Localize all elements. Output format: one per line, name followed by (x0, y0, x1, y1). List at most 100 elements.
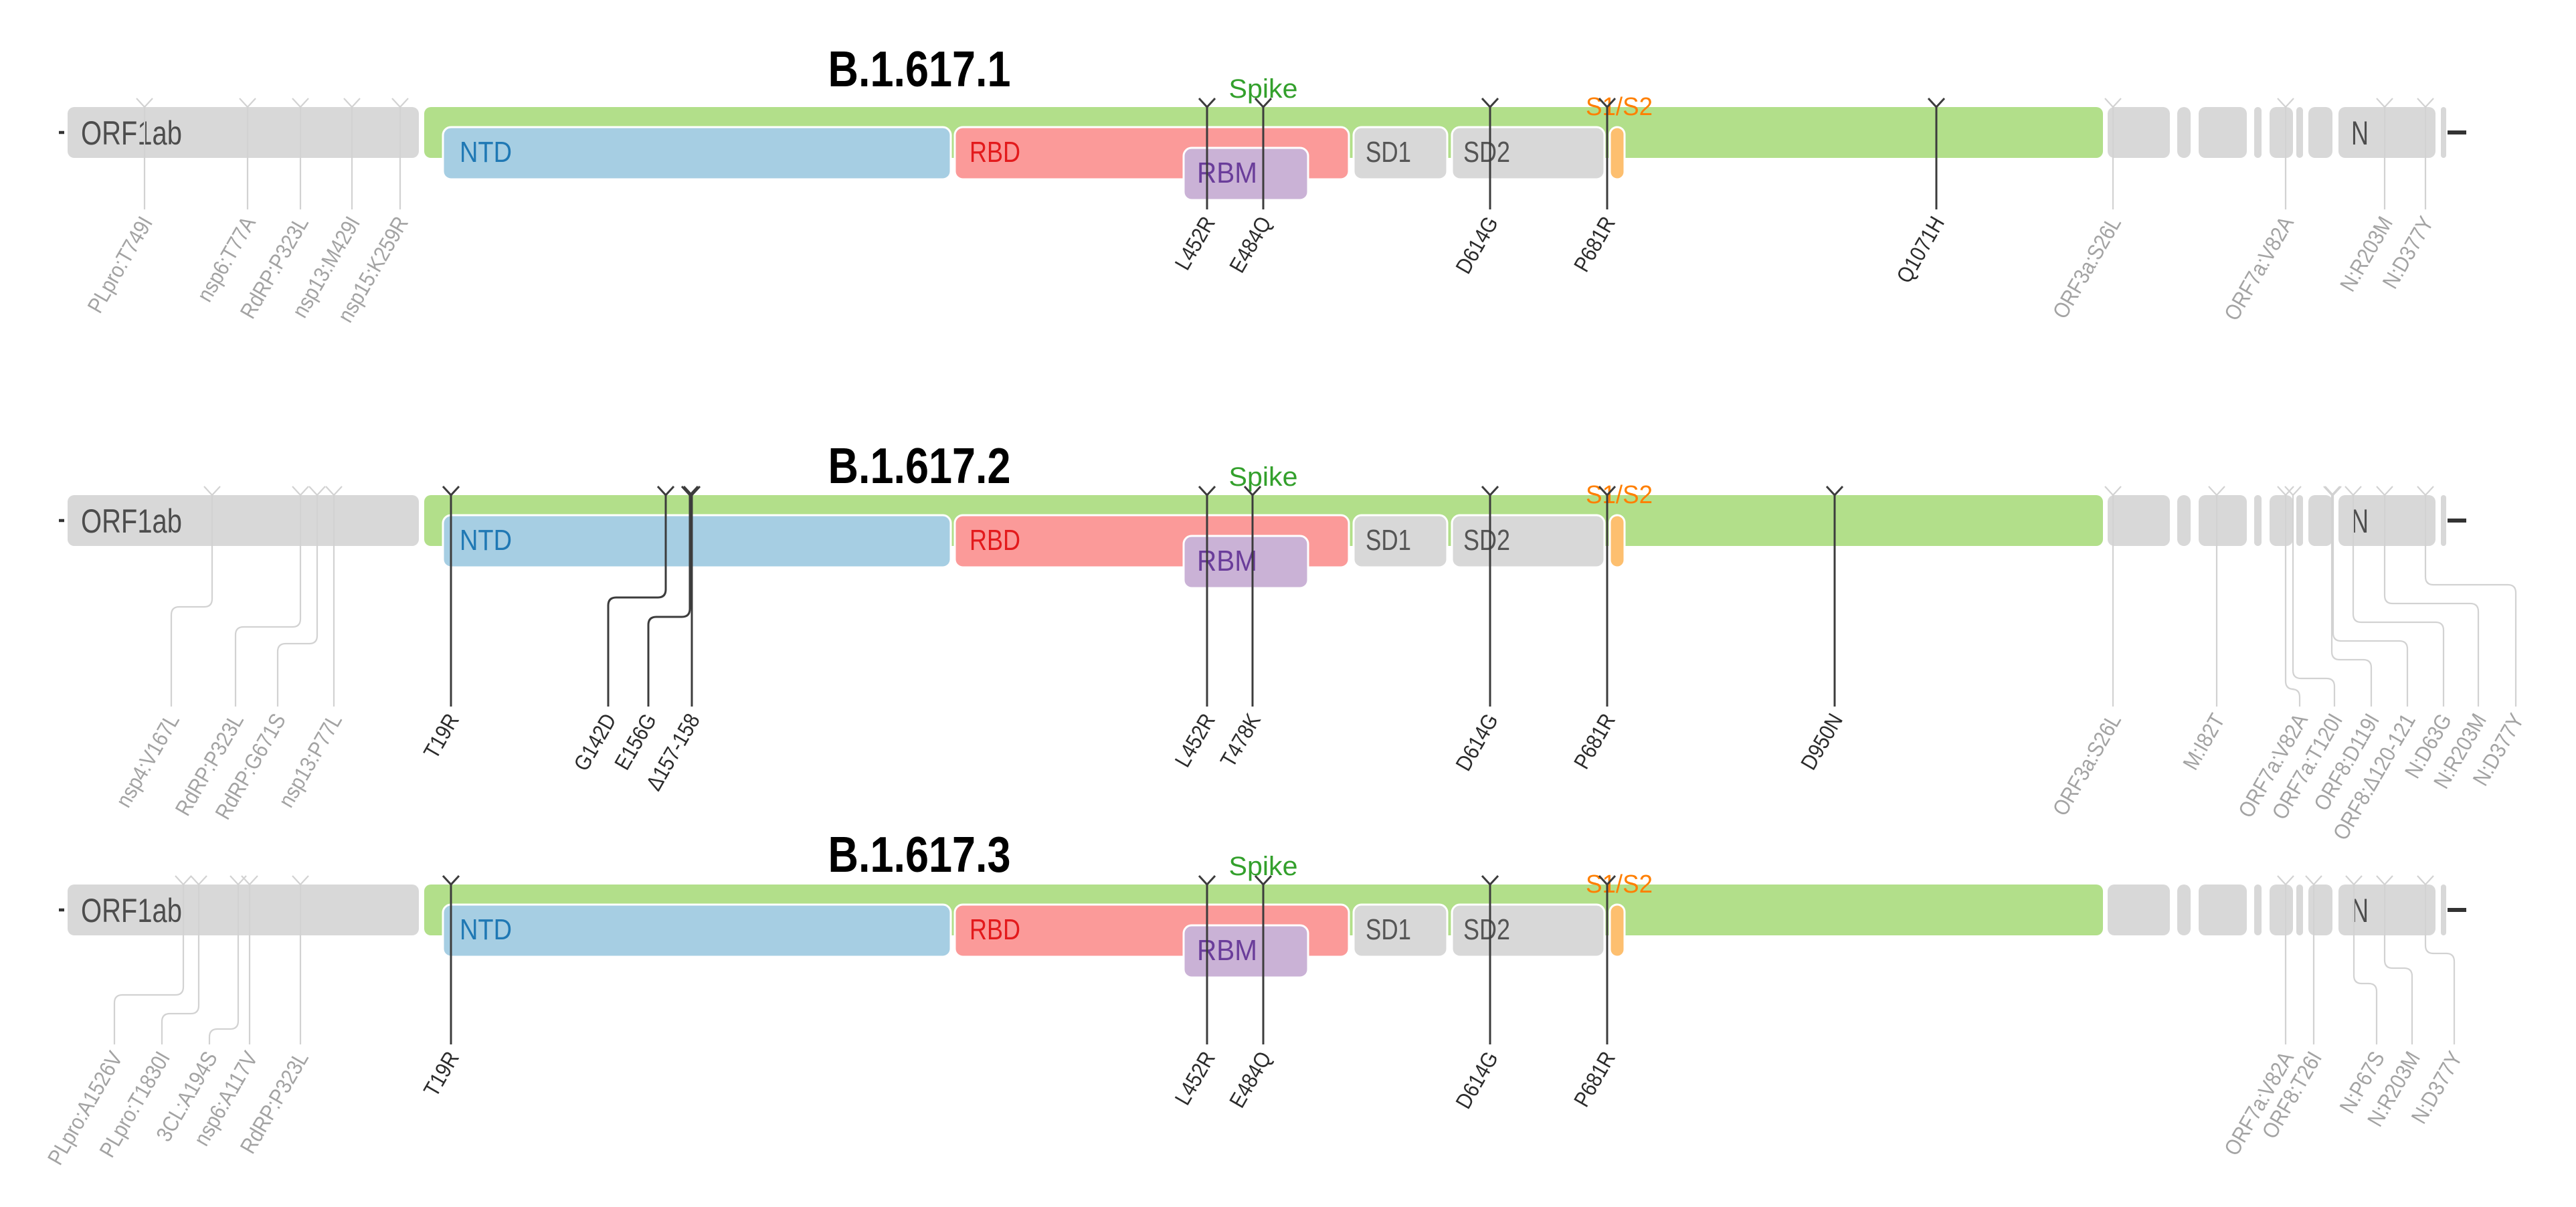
mutation-label: ORF3a:S26L (2047, 709, 2126, 820)
spike-domain-box-ntd (442, 903, 952, 958)
mutation-tick-icon (308, 486, 326, 496)
mutation-line (276, 495, 318, 707)
mutation-line (2424, 495, 2517, 707)
gene-label-orf1ab: ORF1ab (81, 114, 182, 152)
mutation-line (161, 885, 200, 1044)
mutation-label: D614G (1451, 212, 1503, 278)
spike-domain-label-sd2: SD2 (1463, 524, 1510, 557)
spike-domain-box-ntd (442, 126, 952, 181)
mutation-line (607, 495, 667, 707)
mutation-line (208, 885, 240, 1044)
gene-box-orf3a (2108, 885, 2170, 935)
mutation-tick-icon (2305, 875, 2322, 886)
gene-box-orf10 (2441, 107, 2446, 158)
mutation-tick-icon (1481, 874, 1499, 887)
gene-box-m (2199, 885, 2247, 935)
mutation-label: L452R (1170, 212, 1220, 274)
mutation-line (2353, 885, 2378, 1044)
mutation-line (2292, 495, 2336, 707)
mutation-tick-icon (2417, 98, 2434, 108)
spike-domain-box-sd1 (1352, 903, 1449, 958)
gene-box-orf3a (2108, 495, 2170, 546)
spike-gene-label: Spike (1229, 462, 1298, 492)
mutation-tick-icon (2277, 875, 2294, 886)
mutation-label: T19R (419, 1047, 464, 1101)
spike-domain-box-s1s2 (1608, 514, 1626, 569)
mutation-tick-icon (2417, 486, 2434, 496)
mutation-tick-icon (2345, 875, 2363, 886)
mutation-tick-icon (136, 98, 153, 108)
gene-box-orf7a (2270, 495, 2293, 546)
s1s2-cleavage-label: S1/S2 (1586, 93, 1653, 121)
spike-gene-label: Spike (1229, 852, 1298, 881)
mutation-tick-icon (1198, 97, 1216, 109)
gene-box-orf1ab (68, 885, 419, 935)
mutation-tick-icon (1481, 485, 1499, 497)
mutation-tick-icon (2277, 98, 2294, 108)
mutation-tick-icon (442, 874, 460, 887)
mutation-label: G142D (569, 709, 621, 775)
lineage-title: B.1.617.2 (828, 438, 1011, 494)
s1s2-cleavage-label: S1/S2 (1586, 870, 1653, 899)
spike-domain-label-sd1: SD1 (1366, 524, 1411, 557)
gene-box-orf6 (2254, 107, 2262, 158)
spike-domain-box-s1s2 (1608, 126, 1626, 181)
mutation-line (113, 885, 185, 1044)
spike-domain-box-sd1 (1352, 126, 1449, 181)
mutation-tick-icon (203, 486, 221, 496)
gene-box-orf8 (2308, 495, 2332, 546)
mutation-label: ORF7a:V82A (2219, 212, 2298, 324)
mutation-tick-icon (656, 485, 675, 497)
spike-domain-box-rbm (1182, 147, 1309, 201)
mutation-tick-icon (292, 875, 309, 886)
mutation-tick-icon (1927, 97, 1946, 109)
spike-domain-box-rbm (1182, 535, 1309, 589)
gene-box-orf3a (2108, 107, 2170, 158)
spike-domain-label-sd1: SD1 (1366, 913, 1411, 946)
mutation-line (2383, 495, 2480, 707)
mutation-label: P681R (1569, 212, 1620, 276)
spike-domain-box-rbm (1182, 924, 1309, 979)
spike-domain-label-ntd: NTD (460, 524, 512, 557)
spike-domain-box-s1s2 (1608, 903, 1626, 958)
lineage-title: B.1.617.1 (828, 41, 1011, 97)
gene-box-orf7a (2270, 885, 2293, 935)
s1s2-cleavage-label: S1/S2 (1586, 481, 1653, 509)
mutation-tick-icon (2417, 875, 2434, 886)
mutation-line (2352, 495, 2445, 707)
mutation-tick-icon (2344, 486, 2362, 496)
mutation-label: P681R (1569, 709, 1620, 773)
gene-box-n (2338, 107, 2435, 158)
gene-box-orf6 (2254, 495, 2262, 546)
gene-label-n: N (2351, 114, 2369, 152)
spike-domain-label-ntd: NTD (460, 136, 512, 169)
spike-domain-box-sd1 (1352, 514, 1449, 569)
mutation-tick-icon (239, 98, 256, 108)
mutation-label: L452R (1170, 1047, 1220, 1109)
spike-domain-label-ntd: NTD (460, 913, 512, 946)
gene-box-orf8 (2308, 885, 2332, 935)
mutation-tick-icon (2376, 98, 2393, 108)
mutation-line (2332, 495, 2409, 707)
mutation-line (2284, 495, 2301, 707)
gene-box-orf7a (2270, 107, 2293, 158)
mutation-line (2330, 495, 2373, 707)
mutation-tick-icon (1481, 97, 1499, 109)
mutation-tick-icon (292, 486, 309, 496)
gene-box-orf8 (2308, 107, 2332, 158)
gene-box-m (2199, 107, 2247, 158)
spike-domain-label-rbd: RBD (970, 913, 1020, 946)
mutation-label: T19R (419, 709, 464, 763)
mutation-tick-icon (391, 98, 409, 108)
mutation-label: D614G (1451, 709, 1503, 775)
gene-box-n (2338, 495, 2435, 546)
mutation-line (2424, 885, 2456, 1044)
spike-domain-label-sd1: SD1 (1366, 136, 1411, 169)
spike-domain-label-rbd: RBD (970, 136, 1020, 169)
mutation-line (2383, 885, 2413, 1044)
spike-domain-label-rbd: RBD (970, 524, 1020, 557)
spike-domain-label-sd2: SD2 (1463, 913, 1510, 946)
